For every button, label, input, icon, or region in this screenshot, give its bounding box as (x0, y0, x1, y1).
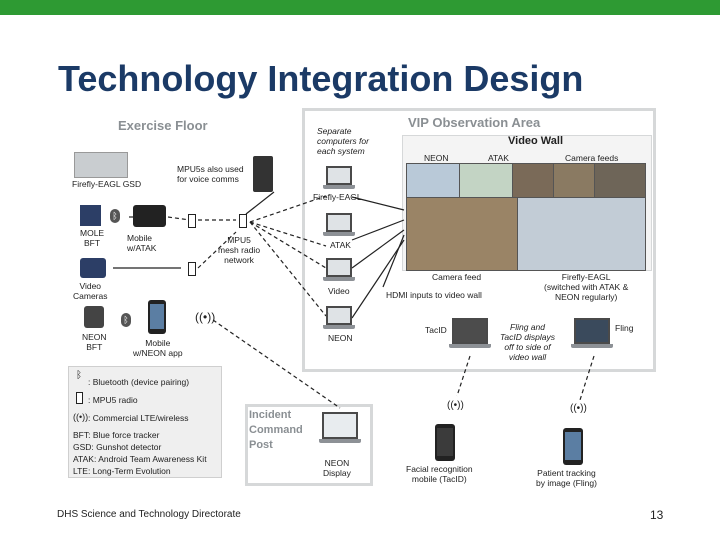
page-number: 13 (650, 508, 664, 522)
slide-title: Technology Integration Design (58, 58, 584, 99)
legend-atak: ATAK: Android Team Awareness Kit (73, 454, 207, 464)
mpu5-mesh-label: MPU5 mesh radio network (218, 235, 261, 265)
mole-bft-label: MOLE BFT (80, 228, 105, 248)
wifi-icon: ((•)) (195, 310, 216, 324)
firefly-gsd-device (74, 152, 128, 178)
command-post-heading: Incident Command Post (249, 409, 303, 451)
video-wall-firefly-screen (517, 197, 646, 271)
video-cameras-label: Video Cameras (73, 281, 108, 301)
radio-icon (188, 262, 196, 276)
legend-bft: BFT: Blue force tracker (73, 430, 160, 440)
separate-computers-note: Separate computers for each system (317, 126, 369, 156)
mobile-atak-label: Mobile w/ATAK (127, 233, 157, 253)
mobile-atak-device (133, 205, 166, 227)
vip-observation-area (302, 108, 656, 372)
footer-text: DHS Science and Technology Directorate (57, 509, 241, 520)
legend-gsd: GSD: Gunshot detector (73, 442, 162, 452)
tacid-label: TacID (425, 325, 447, 335)
neon-display-label: NEON Display (323, 458, 351, 478)
legend-box (68, 366, 222, 478)
neon-bft-label: NEON BFT (82, 332, 107, 352)
tacid-mobile (435, 424, 455, 461)
exercise-floor-heading: Exercise Floor (118, 118, 208, 133)
radio-icon (239, 214, 247, 228)
fling-tacid-note: Fling and TacID displays off to side of … (500, 322, 555, 362)
incident-command-post-box (245, 404, 373, 486)
legend-radio-icon (76, 392, 83, 404)
legend-mpu5: : MPU5 radio (88, 395, 138, 405)
mpu5-radio-device (253, 156, 273, 192)
legend-bluetooth: : Bluetooth (device pairing) (88, 377, 190, 387)
wall-camera-feed-label: Camera feed (432, 272, 482, 282)
radio-icon (188, 214, 196, 228)
video-wall-screen-atak (459, 163, 513, 198)
video-wall-screen-cams-1 (512, 163, 554, 198)
video-label: Video (328, 286, 350, 296)
neon-label: NEON (328, 333, 353, 343)
mpu5-note: MPU5s also used for voice comms (177, 164, 244, 184)
vip-observation-heading: VIP Observation Area (408, 115, 541, 130)
video-wall-camera-feed (406, 197, 518, 271)
fling-mobile (563, 428, 583, 465)
video-wall-screen-cams-3 (594, 163, 646, 198)
neon-bft-device (84, 306, 104, 328)
wifi-icon: ((•)) (570, 403, 587, 414)
wall-atak-label: ATAK (488, 153, 509, 163)
wifi-icon: ((•)) (447, 400, 464, 411)
patient-tracking-label: Patient tracking by image (Fling) (536, 468, 597, 488)
wall-neon-label: NEON (424, 153, 449, 163)
legend-wifi-icon: ((•)) (73, 412, 89, 422)
video-wall-heading: Video Wall (508, 135, 564, 147)
fling-label: Fling (615, 323, 634, 333)
bluetooth-icon: ᛒ (110, 209, 120, 223)
hdmi-label: HDMI inputs to video wall (386, 290, 482, 300)
mobile-neon-device (148, 300, 166, 334)
legend-bluetooth-icon: ᛒ (76, 370, 82, 381)
video-wall-screen-neon (406, 163, 460, 198)
video-wall-screen-cams-2 (553, 163, 595, 198)
video-camera-icon (80, 258, 106, 278)
accent-bar (0, 0, 720, 15)
bluetooth-icon: ᛒ (121, 313, 131, 327)
firefly-gsd-label: Firefly-EAGL GSD (72, 179, 142, 189)
facial-recognition-label: Facial recognition mobile (TacID) (406, 464, 473, 484)
atak-label: ATAK (330, 240, 351, 250)
wall-firefly-switched-label: Firefly-EAGL (switched with ATAK & NEON … (544, 272, 629, 302)
mole-bft-device (80, 205, 101, 226)
legend-lte-abbr: LTE: Long-Term Evolution (73, 466, 171, 476)
mobile-neon-label: Mobile w/NEON app (133, 338, 183, 358)
legend-lte: : Commercial LTE/wireless (88, 413, 189, 423)
wall-camera-feeds-label: Camera feeds (565, 153, 619, 163)
firefly-eagl-label: Firefly-EAGL (313, 192, 362, 202)
